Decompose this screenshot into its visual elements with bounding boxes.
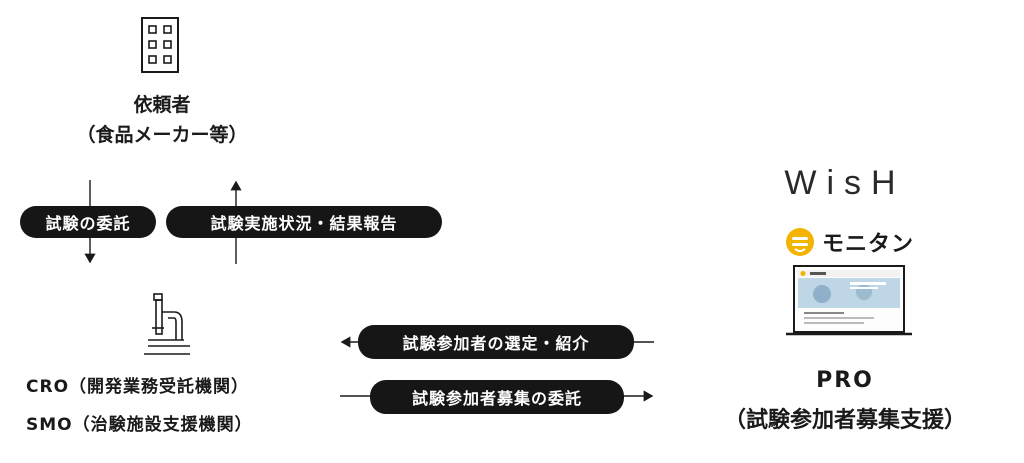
requester-name: 依頼者 xyxy=(133,94,191,116)
pro-name: PRO xyxy=(816,368,874,393)
smo-label: SMO（治験施設支援機関） xyxy=(26,415,253,435)
edge-label-commission-test: 試験の委託 xyxy=(20,206,156,238)
building-icon xyxy=(141,17,179,73)
edge-label-select-introduce: 試験参加者の選定・紹介 xyxy=(358,325,634,359)
pro-detail: （試験参加者募集支援） xyxy=(723,408,967,433)
edge-label-commission-recruit: 試験参加者募集の委託 xyxy=(370,380,624,414)
laptop-icon xyxy=(786,265,912,336)
microscope-icon xyxy=(144,293,190,355)
monitan-logo: モニタン xyxy=(784,226,914,258)
edge-label-report-progress: 試験実施状況・結果報告 xyxy=(166,206,442,238)
monitan-face-icon xyxy=(786,228,814,256)
cro-label: CRO（開発業務受託機関） xyxy=(26,377,250,397)
monitan-wordmark: モニタン xyxy=(822,232,915,257)
wish-logo: WisH xyxy=(784,164,906,202)
requester-detail: （食品メーカー等） xyxy=(76,124,248,146)
